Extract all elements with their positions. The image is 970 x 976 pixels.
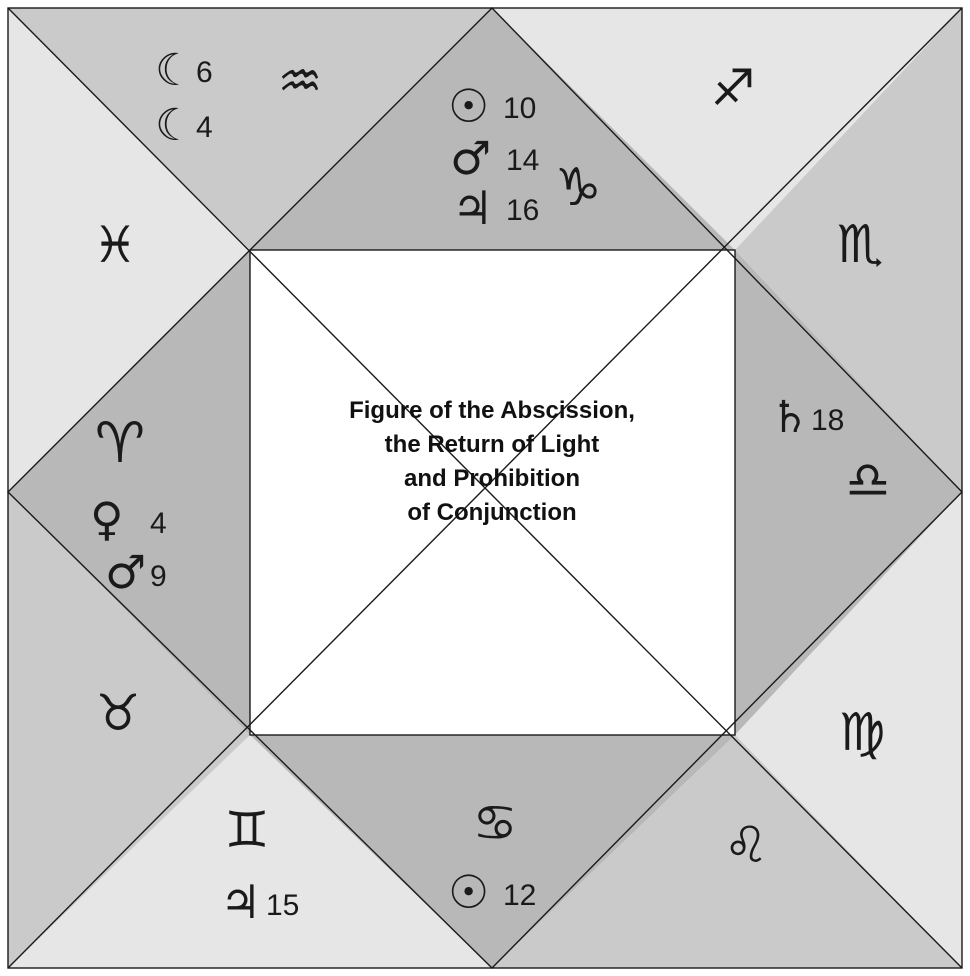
aries-icon: ♈	[95, 411, 145, 476]
leo-icon: ♌	[724, 816, 769, 874]
house-aquarius	[8, 8, 492, 250]
title-line-1: Figure of the Abscission,	[349, 397, 635, 424]
house-taurus	[8, 492, 250, 968]
moon-degree: 6	[196, 56, 213, 89]
scorpio-icon: ♏	[837, 215, 884, 275]
gemini-icon: ♊	[225, 801, 270, 859]
sun-degree: 12	[503, 879, 536, 912]
center-square	[250, 250, 735, 735]
libra-icon: ♎	[846, 451, 891, 509]
house-gemini	[8, 735, 492, 968]
house-leo	[492, 735, 962, 968]
jupiter-icon: ♃	[220, 875, 261, 929]
planet-positions: ☾ 6 ☾ 4 ☉ 10 ♂ 14 ♃ 16 ♄ 18 ♀ 4 ♂ 9 ♃ 15…	[90, 45, 844, 929]
saturn-degree: 18	[811, 404, 844, 437]
aquarius-icon: ♒	[278, 52, 323, 110]
mars-degree: 9	[150, 560, 167, 593]
moon-degree: 4	[196, 111, 213, 144]
outer-border	[7, 7, 963, 969]
sagittarius-icon: ♐	[711, 59, 756, 117]
mars-degree: 14	[506, 144, 539, 177]
moon-icon: ☾	[155, 100, 194, 151]
title-line-3: and Prohibition	[404, 465, 580, 492]
virgo-icon: ♍	[839, 703, 886, 763]
venus-degree: 4	[150, 507, 167, 540]
jupiter-degree: 16	[506, 194, 539, 227]
title-line-4: of Conjunction	[407, 499, 576, 526]
house-panels	[8, 8, 962, 968]
house-cancer	[250, 735, 735, 968]
house-sagittarius	[492, 8, 962, 250]
capricorn-icon: ♑	[555, 158, 602, 218]
moon-icon: ☾	[155, 45, 194, 96]
house-libra	[735, 250, 962, 735]
inner-diamond	[7, 7, 963, 969]
center-border	[249, 249, 736, 736]
taurus-icon: ♉	[96, 684, 141, 742]
chart-title: Figure of the Abscission, the Return of …	[349, 397, 635, 526]
jupiter-degree: 15	[266, 889, 299, 922]
mars-icon: ♂	[450, 131, 491, 185]
saturn-icon: ♄	[770, 392, 809, 443]
diagonal-anti	[7, 7, 963, 969]
sun-degree: 10	[503, 92, 536, 125]
zodiac-signs: ♒ ♑ ♐ ♏ ♎ ♍ ♌ ♋ ♊ ♉ ♈ ♓	[93, 52, 891, 874]
jupiter-icon: ♃	[452, 181, 493, 235]
title-line-2: the Return of Light	[385, 431, 600, 458]
sun-icon: ☉	[448, 79, 489, 133]
house-scorpio	[735, 8, 962, 492]
cancer-icon: ♋	[473, 794, 518, 852]
pisces-icon: ♓	[93, 216, 138, 274]
sun-icon: ☉	[448, 865, 489, 919]
venus-icon: ♀	[90, 492, 124, 546]
mars-icon: ♂	[105, 545, 146, 599]
chart-lines	[7, 7, 963, 969]
house-aries	[8, 250, 250, 735]
house-top-left-outer	[8, 8, 250, 492]
house-capricorn	[250, 8, 735, 250]
house-virgo	[735, 492, 962, 968]
